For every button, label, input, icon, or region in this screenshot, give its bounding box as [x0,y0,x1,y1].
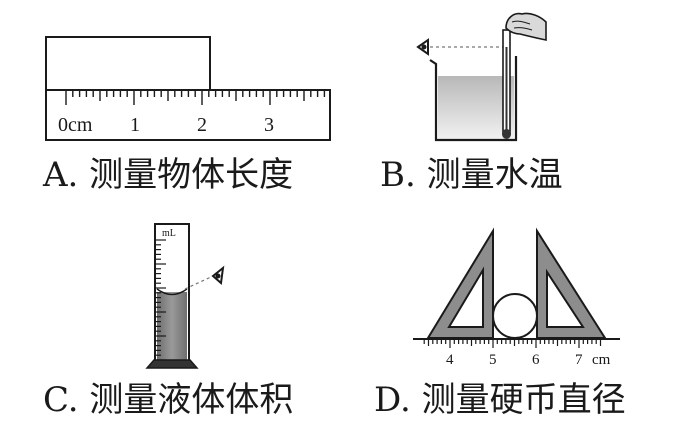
beaker [429,56,518,142]
ruler-d-label-7: 7 [575,352,583,368]
meniscus [156,288,188,296]
ruler-a-ticks [65,91,326,105]
eye-icon [211,265,225,285]
panel-a-diagram: 0cm 1 2 3 [45,36,331,141]
sight-line-c [184,275,214,290]
eye-icon [416,38,429,56]
water-b [438,76,514,140]
ruler-d-label-5: 5 [489,352,497,368]
ruler-a-label-2: 2 [197,114,207,136]
hand-icon [505,12,547,41]
ruler-a-label-0: 0cm [58,114,93,136]
ruler-d-unit: cm [592,352,611,368]
caption-b: B. 测量水温 [380,155,563,195]
measured-block [45,36,211,91]
panel-b-diagram [416,12,547,142]
ruler-a [45,89,331,141]
coin [492,293,538,339]
caption-a: A. 测量物体长度 [43,155,294,195]
ruler-d-label-4: 4 [446,352,454,368]
ruler-d-label-6: 6 [532,352,540,368]
thermometer [502,29,511,139]
set-square-right [536,227,607,339]
panel-c-diagram: mL [145,223,225,369]
caption-d: D. 测量硬币直径 [374,380,626,420]
caption-c: C. 测量液体体积 [43,380,294,420]
ruler-d-ticks [423,340,602,348]
cylinder-unit-label: mL [162,228,176,239]
set-square-left [426,227,494,339]
liquid-c [157,292,187,360]
ruler-a-label-3: 3 [264,114,274,136]
panel-d-diagram: 4 5 6 7 cm [413,227,620,368]
cylinder-base [145,359,199,369]
ruler-a-label-1: 1 [130,114,140,136]
